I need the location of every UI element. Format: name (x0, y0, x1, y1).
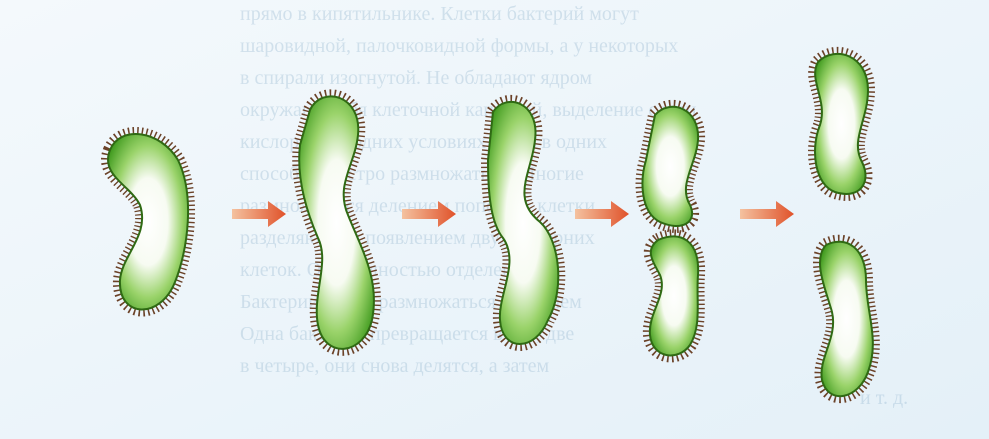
background-text-line: и т. д. (860, 387, 908, 409)
background-text-line: шаровидной, палочковидной формы, а у нек… (240, 35, 678, 57)
background-text-line: в четыре, они снова делятся, а затем (240, 355, 550, 377)
stage-4-top-cell (643, 107, 699, 226)
stage-5-top-cell (815, 54, 868, 194)
background-text-line: в спирали изогнутой. Не обладают ядром (240, 67, 592, 89)
background-text-line: прямо в кипятильнике. Клетки бактерий мо… (240, 3, 639, 25)
background-text-line: клеток. Они полностью отделены. (240, 259, 531, 281)
cell-body (815, 54, 868, 194)
